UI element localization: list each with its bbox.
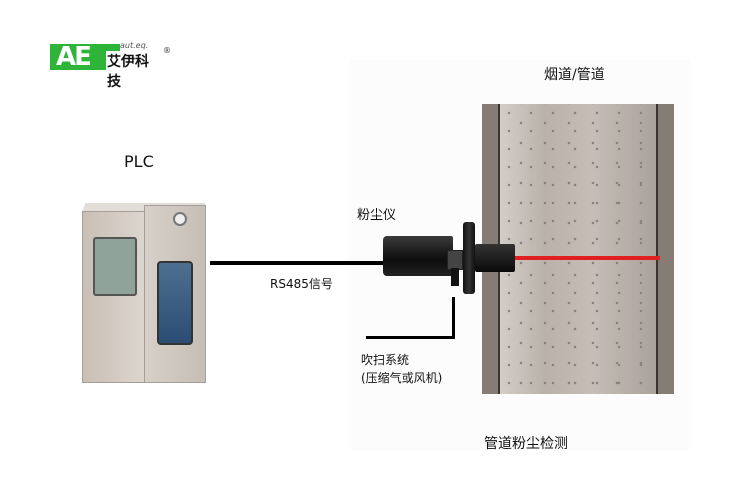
dust-meter-junction-box (447, 250, 463, 270)
control-panel-window (93, 237, 137, 296)
duct-right-wall (656, 104, 674, 394)
cabinet-left-door (82, 211, 146, 383)
purge-label-line1: 吹扫系统 (361, 353, 410, 367)
logo-company-name: 艾伊科技 (106, 51, 160, 91)
company-logo: AE aut.eq. 艾伊科技 ® (50, 41, 171, 91)
purge-line-horizontal (366, 336, 455, 339)
logo-mark: AE (56, 42, 92, 72)
dust-meter-label: 粉尘仪 (357, 208, 397, 223)
purge-air-inlet (451, 268, 459, 286)
rs485-signal-label: RS485信号 (270, 277, 333, 291)
logo-subtext: aut.eq. (120, 41, 149, 50)
plc-cabinet-image (82, 203, 210, 383)
dust-meter-probe (475, 244, 515, 272)
duct-label: 烟道/管道 (544, 67, 605, 83)
inner-view-window (157, 261, 193, 345)
duct-interior-with-dust (498, 104, 656, 394)
laser-beam (510, 256, 660, 260)
dust-meter-body (383, 236, 453, 276)
pressure-gauge-icon (173, 212, 187, 226)
cabinet-right-door (144, 205, 206, 383)
plc-label: PLC (124, 152, 154, 171)
purge-system-label: 吹扫系统 (压缩气或风机) (361, 351, 442, 387)
rs485-cable-line (210, 261, 383, 265)
purge-label-line2: (压缩气或风机) (361, 371, 443, 385)
mounting-flange (463, 222, 475, 294)
purge-line-vertical (452, 297, 455, 339)
diagram-caption: 管道粉尘检测 (484, 436, 568, 452)
registered-mark-icon: ® (163, 46, 171, 55)
